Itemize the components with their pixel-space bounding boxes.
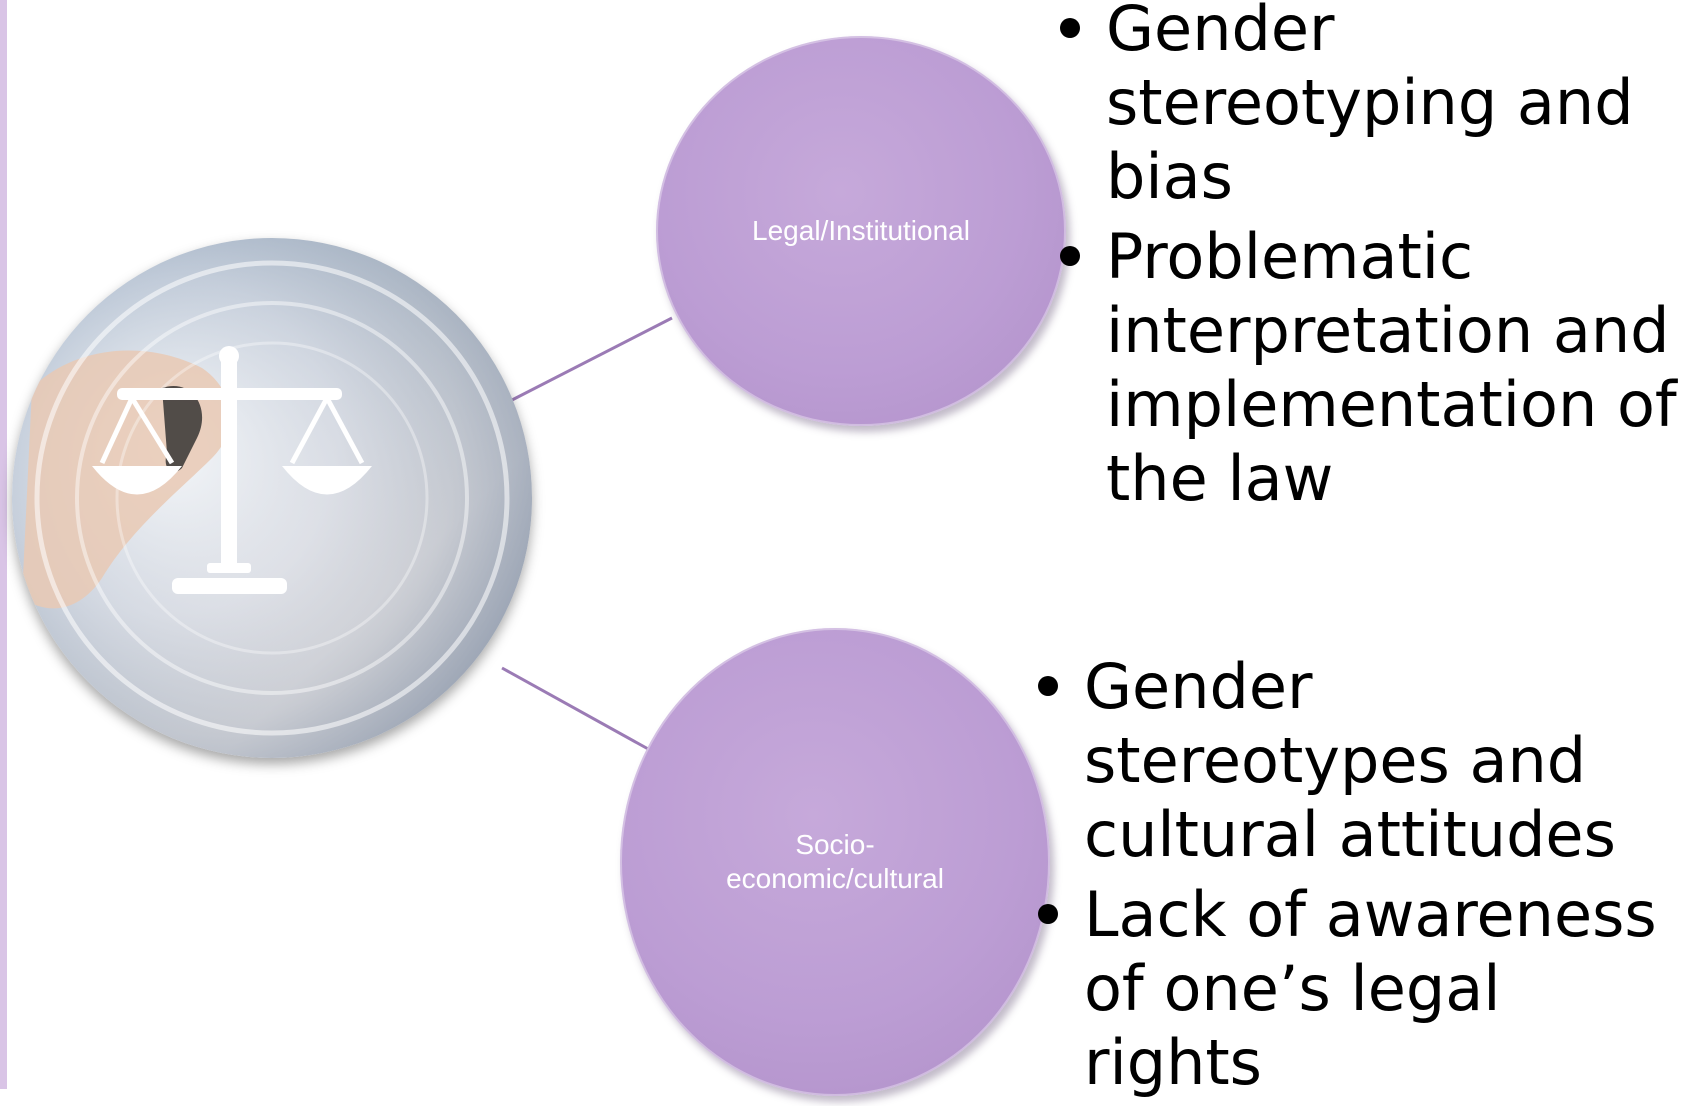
- node-label-socio: Socio-economic/cultural: [726, 829, 944, 894]
- connector-to-legal: [511, 316, 673, 402]
- legal-bullet-list: Gender stereotyping and bias Problematic…: [1060, 0, 1689, 522]
- node-socio-economic-cultural: Socio-economic/cultural: [620, 628, 1050, 1096]
- connector-to-socio: [501, 666, 651, 752]
- scales-of-justice-icon: [22, 260, 510, 736]
- node-legal-institutional: Legal/Institutional: [656, 36, 1066, 426]
- central-photo-circle: [12, 238, 532, 758]
- node-label-legal: Legal/Institutional: [752, 215, 970, 246]
- list-item: Gender stereotyping and bias: [1060, 0, 1689, 214]
- list-item: Lack of awareness of one’s legal rights: [1038, 878, 1689, 1100]
- list-item: Problematic interpretation and implement…: [1060, 220, 1689, 516]
- socio-bullet-list: Gender stereotypes and cultural attitude…: [1038, 650, 1689, 1106]
- left-accent-bar: [0, 0, 7, 1089]
- list-item: Gender stereotypes and cultural attitude…: [1038, 650, 1689, 872]
